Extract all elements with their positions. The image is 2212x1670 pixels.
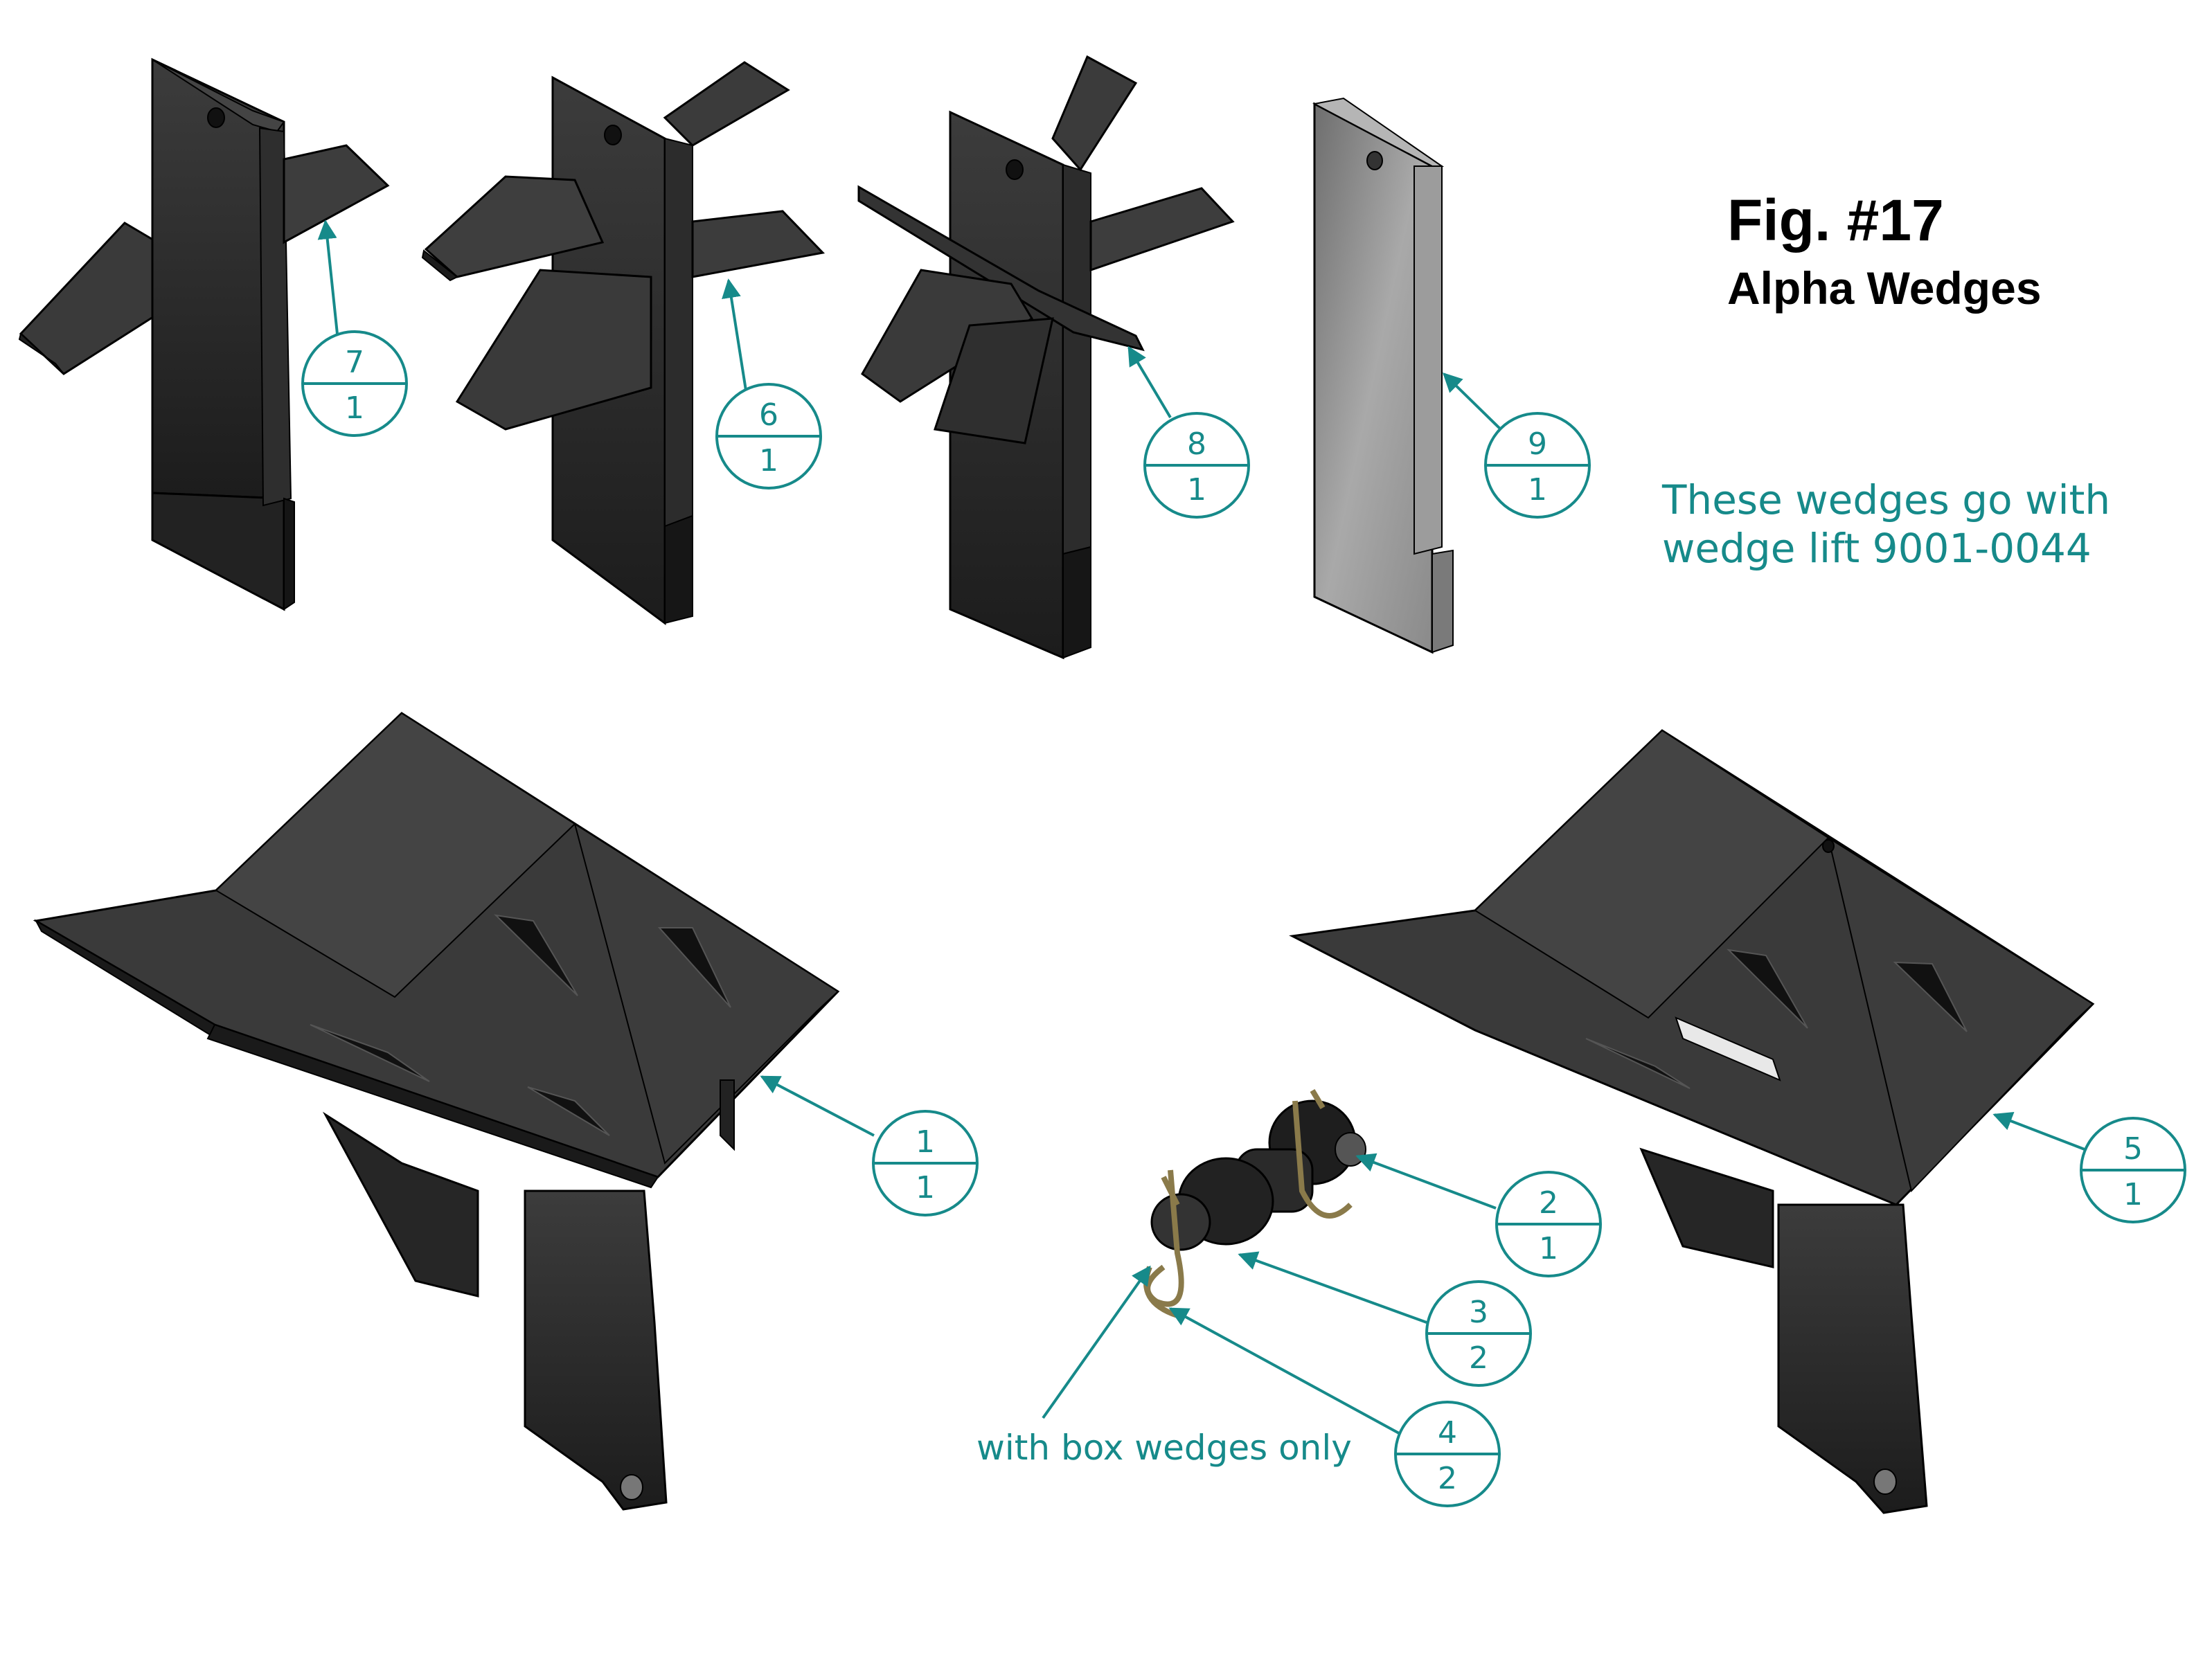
balloon-3: 3 2: [1425, 1280, 1532, 1387]
balloon-1-qty: 1: [916, 1170, 935, 1205]
balloon-5-item: 5: [2123, 1131, 2143, 1167]
part-5-tray: [1289, 729, 2095, 1514]
balloon-5: 5 1: [2080, 1117, 2186, 1223]
part-9-plate: [1312, 97, 1454, 654]
balloon-9-item: 9: [1528, 427, 1547, 462]
figure-number: Fig. #17: [1727, 188, 1944, 253]
part-7-wedge: [18, 57, 390, 611]
balloon-3-item: 3: [1469, 1295, 1488, 1330]
balloon-5-qty: 1: [2123, 1177, 2143, 1212]
balloon-6: 6 1: [715, 383, 822, 490]
part-6-wedge: [421, 61, 826, 625]
balloon-3-qty: 2: [1469, 1340, 1488, 1376]
balloon-4-item: 4: [1438, 1415, 1457, 1451]
leader-lines: [317, 219, 2085, 1435]
balloon-8: 8 1: [1143, 412, 1250, 519]
balloon-9-qty: 1: [1528, 472, 1547, 508]
balloon-9: 9 1: [1484, 412, 1591, 519]
balloon-8-qty: 1: [1187, 472, 1206, 508]
balloon-6-item: 6: [759, 397, 778, 433]
figure-subtitle: Alpha Wedges: [1727, 262, 2042, 314]
wedge-lift-note-line1: These wedges go with: [1662, 476, 2111, 523]
balloon-1: 1 1: [872, 1110, 979, 1216]
balloon-4: 4 2: [1394, 1401, 1501, 1507]
balloon-2-item: 2: [1539, 1185, 1558, 1221]
balloon-6-qty: 1: [759, 443, 778, 478]
part-1-tray: [33, 712, 840, 1511]
wedge-lift-note-line2: wedge lift 9001-0044: [1662, 525, 2091, 572]
balloon-2-qty: 1: [1539, 1231, 1558, 1266]
balloon-2: 2 1: [1495, 1171, 1602, 1277]
balloon-1-item: 1: [916, 1124, 935, 1160]
part-8-wedge: [857, 55, 1235, 660]
balloon-7: 7 1: [301, 330, 408, 437]
balloon-8-item: 8: [1187, 427, 1206, 462]
balloon-7-qty: 1: [345, 390, 364, 426]
balloon-7-item: 7: [345, 345, 364, 380]
pin-assembly: [1143, 1088, 1366, 1318]
box-wedges-note: with box wedges only: [976, 1428, 1352, 1468]
balloon-4-qty: 2: [1438, 1461, 1457, 1496]
